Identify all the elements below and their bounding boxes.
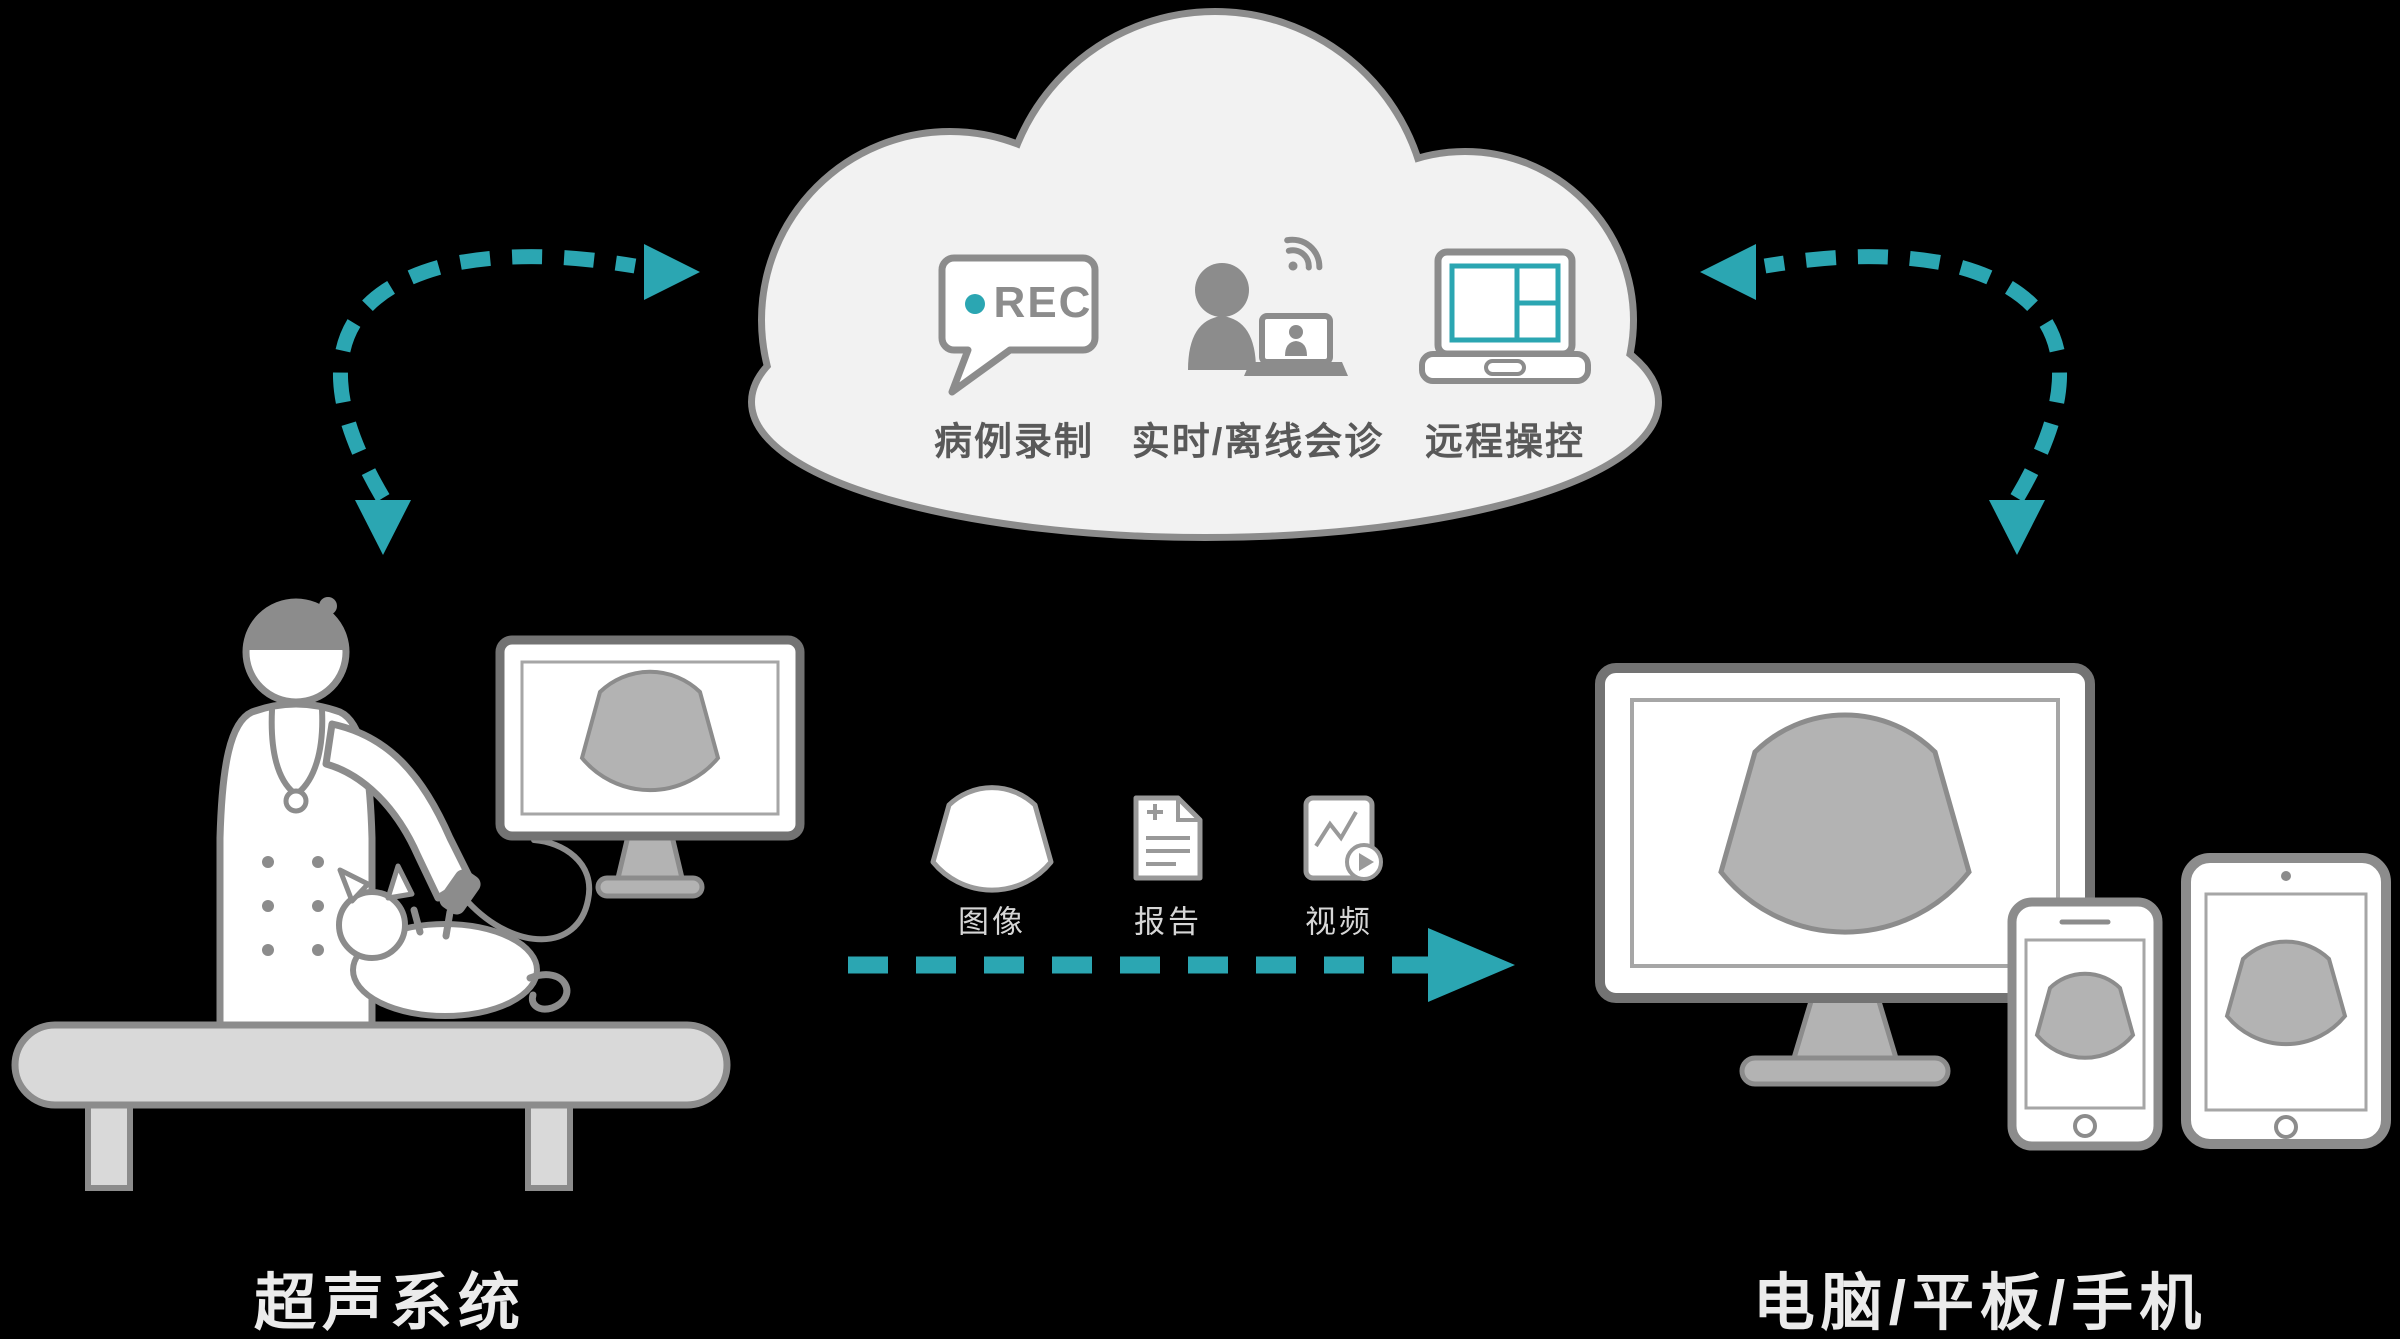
vet-hair-bun — [319, 597, 337, 615]
person-head — [1195, 263, 1249, 317]
right-endpoint-label: 电脑/平板/手机 — [1752, 1269, 2208, 1338]
ultrasound-fan-image — [579, 669, 721, 793]
table-leg-right — [525, 1097, 573, 1191]
phone-home-button — [2073, 1114, 2097, 1138]
cloud-feature-label-consultation: 实时/离线会诊 — [1131, 421, 1385, 464]
exam-table — [11, 1021, 731, 1191]
tablet-home-button — [2274, 1115, 2298, 1139]
transfer-label-video: 视频 — [1305, 904, 1373, 940]
video-icon — [1303, 795, 1383, 881]
cat-paw-2 — [442, 908, 454, 940]
ultrasound-fan-image — [2224, 939, 2348, 1047]
left-endpoint-label: 超声系统 — [253, 1269, 527, 1338]
arrowhead-toward-cloud — [644, 244, 700, 300]
arrowhead-toward-cloud — [1700, 244, 1756, 300]
desktop-monitor — [1595, 663, 2095, 1087]
ultrasound-system-illustration — [11, 597, 805, 1191]
wifi-icon — [1284, 236, 1323, 271]
cloud-to-ultrasound-arrow — [333, 244, 700, 555]
monitor-base — [595, 875, 705, 899]
cat-patient — [336, 863, 571, 1019]
probe-cable — [465, 837, 593, 943]
stethoscope-tube-right — [295, 707, 326, 796]
transfer-label-image: 图像 — [958, 904, 1026, 940]
report-document-icon — [1133, 795, 1203, 881]
ultrasound-image-icon — [930, 785, 1054, 893]
stethoscope-tube-left — [268, 707, 297, 796]
tablet — [2181, 853, 2391, 1149]
cat-tail — [526, 971, 571, 1013]
cloud-feature-label-case-recording: 病例录制 — [933, 421, 1095, 464]
rec-speech-bubble-icon — [938, 254, 1099, 396]
cat-head — [336, 889, 408, 961]
cat-ear-left — [337, 867, 371, 904]
small-laptop-base — [1244, 362, 1348, 376]
remote-consultation-icon — [1188, 236, 1348, 376]
veterinarian-figure — [216, 597, 593, 1039]
transfer-label-report: 报告 — [1134, 904, 1202, 940]
remote-control-laptop-icon — [1419, 248, 1591, 384]
smartphone — [2007, 897, 2163, 1151]
play-icon — [1359, 853, 1374, 871]
left-monitor — [495, 635, 805, 899]
cat-paw-1 — [410, 906, 424, 936]
rec-text: REC — [993, 278, 1093, 327]
arrowhead-right — [1428, 928, 1515, 1002]
ultrasound-fan-image — [2034, 971, 2136, 1060]
ultrasound-probe — [439, 869, 481, 915]
monitor-neck — [1790, 995, 1900, 1061]
cloud-to-devices-arrow — [1700, 244, 2067, 555]
data-transfer-arrow — [848, 928, 1515, 1002]
arrowhead-down — [355, 500, 411, 555]
ultrasound-fan-image — [1718, 712, 1972, 935]
monitor-base — [1739, 1055, 1951, 1087]
monitor-neck — [614, 833, 686, 881]
tablet-camera — [2281, 871, 2291, 881]
cat-ear-right — [385, 863, 415, 901]
stethoscope-chestpiece — [283, 788, 309, 814]
table-leg-left — [85, 1097, 133, 1191]
vet-hair — [246, 600, 346, 650]
person-body — [1188, 316, 1256, 370]
coat-buttons — [262, 856, 324, 956]
table-top — [11, 1021, 731, 1109]
rec-dot — [965, 294, 985, 314]
arrowhead-down — [1989, 500, 2045, 555]
computer-tablet-phone-illustration — [1595, 663, 2391, 1151]
cloud-feature-label-remote-control: 远程操控 — [1424, 421, 1586, 464]
